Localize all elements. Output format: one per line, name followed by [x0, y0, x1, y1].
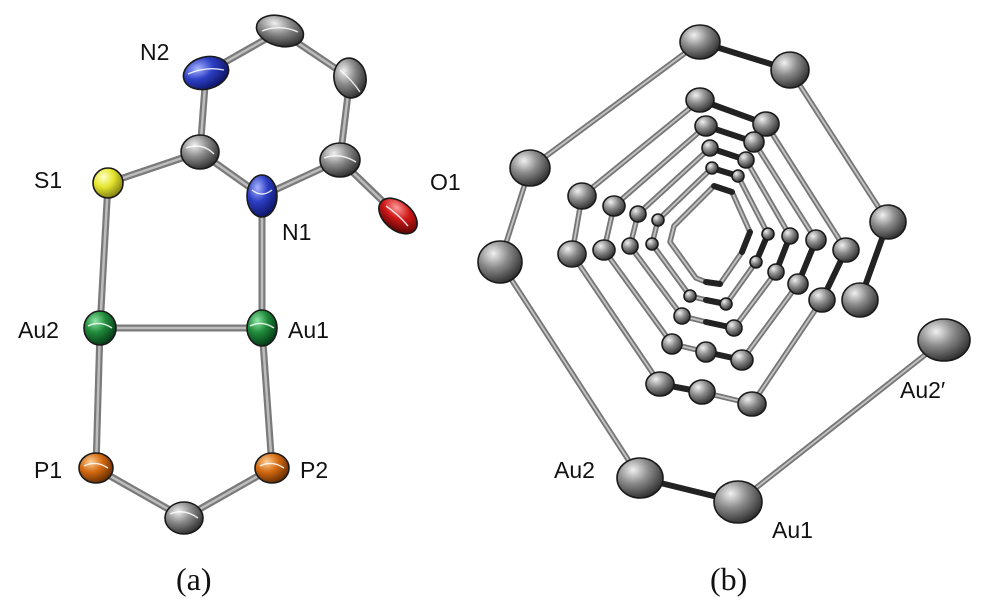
atom-o1: [378, 197, 418, 235]
atom-c-center: [180, 134, 220, 170]
atom-p2: [254, 452, 290, 484]
panel-a-molecule: N2 S1 O1 N1 Au2 Au1 P1 P2 (a): [18, 14, 461, 597]
atom-c-ring-right: [333, 57, 367, 99]
label-p1: P1: [34, 457, 62, 483]
label-au2-prime: Au2′: [900, 377, 945, 403]
atom-n1: [246, 174, 278, 218]
atom-au1-a: [246, 309, 278, 347]
label-s1: S1: [34, 167, 62, 193]
label-au2-a: Au2: [18, 317, 59, 343]
atom-s1: [92, 167, 124, 199]
panel-label-b: (b): [710, 561, 747, 597]
panel-b-helix: Au2 Au1 Au2′ (b): [477, 24, 971, 597]
panel-label-a: (a): [176, 561, 212, 597]
atom-c-bridge: [164, 501, 204, 535]
helix-atoms: [477, 24, 971, 524]
label-n2: N2: [140, 39, 169, 65]
atom-c-carbonyl: [319, 142, 361, 178]
panel-a-bonds: [92, 27, 402, 522]
label-p2: P2: [300, 457, 328, 483]
atom-n2: [182, 55, 230, 91]
label-n1: N1: [282, 219, 311, 245]
label-o1: O1: [430, 169, 461, 195]
atom-c-top: [255, 14, 305, 48]
helix-depth-stack: [703, 123, 819, 363]
label-au1-a: Au1: [288, 317, 329, 343]
atom-p1: [78, 452, 114, 484]
label-au1-b: Au1: [772, 517, 813, 543]
label-au2-b: Au2: [554, 457, 595, 483]
atom-au2-a: [83, 310, 117, 346]
